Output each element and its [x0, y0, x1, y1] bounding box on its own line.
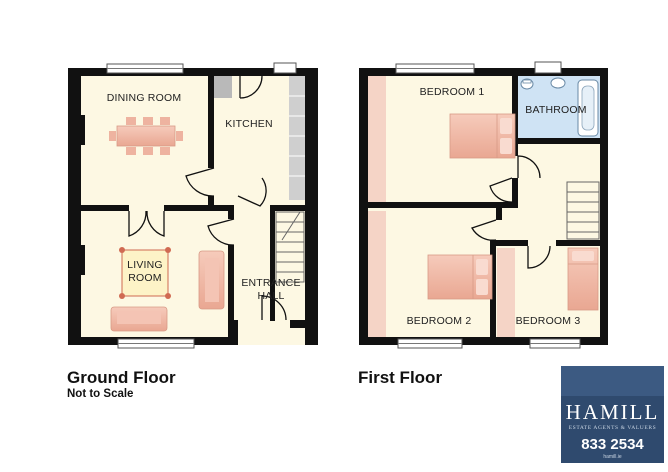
bedroom2-bed: [427, 254, 493, 300]
first-north-wall: [359, 68, 608, 76]
logo-top-band: [561, 366, 664, 396]
kitchen-window: [273, 62, 297, 74]
first-floor-plan: BEDROOM 1 BATHROOM BEDROOM 2 BEDROOM 3: [359, 61, 608, 349]
bedroom3-label: BEDROOM 3: [516, 315, 581, 327]
bedroom1-bathroom-wall: [512, 76, 518, 146]
ground-floor-plan: DINING ROOM KITCHEN LIVING ROOM ENTRANCE…: [68, 62, 318, 349]
ground-floor-title: Ground Floor: [67, 368, 176, 387]
first-south-wall: [359, 337, 608, 345]
bedroom1-wardrobe: [368, 76, 386, 205]
first-staircase: [566, 181, 600, 240]
bedroom1-bedroom2-wall: [368, 202, 518, 208]
ground-west-wall: [68, 68, 81, 345]
agent-name: HAMILL: [565, 400, 660, 424]
first-door-swings: [471, 155, 551, 269]
scale-note: Not to Scale: [67, 388, 134, 400]
bathroom-label: BATHROOM: [525, 104, 587, 116]
ground-door-swings: [128, 75, 287, 321]
living-room-label-2: ROOM: [128, 272, 161, 284]
ground-north-wall: [68, 68, 318, 76]
bathroom-fixtures: [520, 77, 599, 137]
entrance-hall-label-2: HALL: [257, 290, 284, 302]
living-room-label-1: LIVING: [127, 259, 163, 271]
dining-living-wall: [81, 205, 129, 211]
first-floor-title: First Floor: [358, 368, 443, 387]
kitchen-worktop: [289, 76, 305, 200]
living-hall-wall: [228, 245, 234, 337]
agent-logo: HAMILL ESTATE AGENTS & VALUERS 833 2534 …: [561, 366, 664, 463]
bedroom3-wardrobe: [497, 248, 515, 337]
agent-phone: 833 2534: [581, 436, 644, 453]
bedroom1-bed: [449, 113, 516, 159]
ground-staircase: [275, 211, 305, 283]
bedroom2-bedroom3-wall: [490, 240, 496, 337]
bedroom2-wardrobe: [368, 211, 386, 337]
bedroom1-label: BEDROOM 1: [420, 86, 485, 98]
bathroom-window: [534, 61, 562, 74]
entrance-hall-label-1: ENTRANCE: [241, 277, 300, 289]
bedroom2-label: BEDROOM 2: [407, 315, 472, 327]
kitchen-counter: [214, 76, 232, 98]
bathroom-landing-wall: [512, 138, 600, 144]
dining-table: [109, 117, 183, 155]
first-east-wall: [600, 68, 608, 345]
living-rug: [119, 247, 171, 299]
kitchen-label: KITCHEN: [225, 118, 273, 130]
first-west-wall: [359, 68, 368, 345]
dining-room-label: DINING ROOM: [107, 92, 182, 104]
agent-website: hamill.ie: [603, 454, 622, 460]
ground-east-wall: [305, 68, 318, 345]
dining-kitchen-wall: [208, 76, 214, 168]
agent-tagline: ESTATE AGENTS & VALUERS: [568, 425, 657, 431]
bedroom3-bed: [567, 247, 599, 311]
